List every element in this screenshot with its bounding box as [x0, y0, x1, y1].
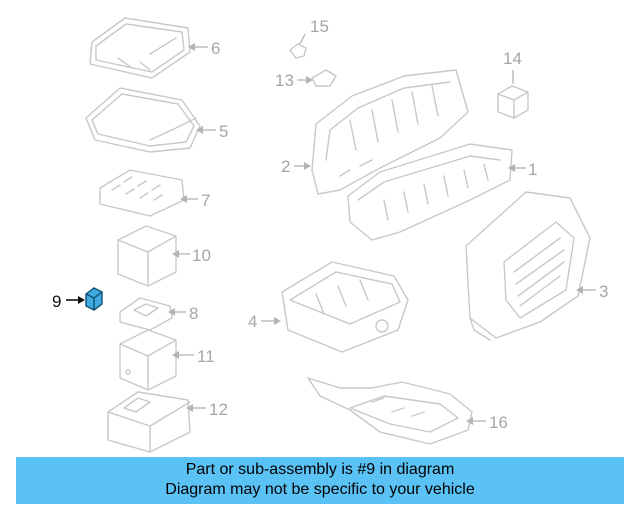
callout-5-label: 5: [219, 122, 228, 141]
part-8-socket: [119, 297, 173, 331]
banner-line-1: Part or sub-assembly is #9 in diagram: [185, 461, 455, 478]
callout-15-label: 15: [310, 17, 329, 36]
callout-10: 10: [172, 246, 211, 265]
callout-1: 1: [508, 160, 537, 179]
part-2-fuse-box: [311, 69, 469, 195]
callout-6-label: 6: [211, 39, 220, 58]
callout-4: 4: [248, 312, 281, 331]
callout-2: 2: [281, 157, 311, 176]
callout-8-label: 8: [189, 304, 198, 323]
callout-12: 12: [186, 400, 228, 419]
part-14-relay-cube: [497, 85, 529, 119]
callout-3-label: 3: [599, 282, 608, 301]
callout-6: 6: [188, 39, 220, 58]
callout-3: 3: [576, 282, 608, 301]
callout-1-label: 1: [528, 160, 537, 179]
callout-8: 8: [168, 304, 198, 323]
callout-7-label: 7: [201, 191, 210, 210]
callout-2-label: 2: [281, 157, 290, 176]
callout-5: 5: [196, 122, 228, 141]
callout-16: 16: [466, 413, 508, 432]
part-5-cover: [85, 87, 201, 153]
part-15-clip: [289, 43, 307, 59]
callout-11: 11: [172, 347, 215, 366]
callout-9: 9: [52, 292, 85, 311]
part-10-relay: [117, 225, 177, 287]
callout-12-label: 12: [209, 400, 228, 419]
banner-line-2: Diagram may not be specific to your vehi…: [165, 481, 475, 498]
callout-14-label: 14: [503, 49, 522, 68]
part-12-relay-block: [107, 391, 191, 453]
part-9-highlighted: [85, 287, 103, 311]
part-16-bracket: [307, 377, 473, 445]
info-banner: Part or sub-assembly is #9 in diagram Di…: [16, 457, 624, 504]
part-7-relay-base: [99, 169, 185, 217]
callout-4-label: 4: [248, 312, 257, 331]
callout-11-label: 11: [197, 347, 215, 366]
part-1-fuse-block: [347, 143, 513, 241]
callout-15: 15: [299, 17, 329, 45]
part-6-cover: [89, 17, 191, 79]
callout-16-label: 16: [489, 413, 508, 432]
part-13-connector: [311, 69, 337, 87]
callout-13-label: 13: [275, 71, 294, 90]
callout-7: 7: [180, 191, 210, 210]
part-3-grille-cover: [465, 191, 591, 341]
callout-9-label: 9: [52, 292, 61, 311]
part-4-module: [281, 261, 409, 353]
callout-14: 14: [503, 49, 522, 84]
callout-13: 13: [275, 71, 313, 90]
part-11-relay: [119, 329, 177, 391]
callout-10-label: 10: [192, 246, 211, 265]
